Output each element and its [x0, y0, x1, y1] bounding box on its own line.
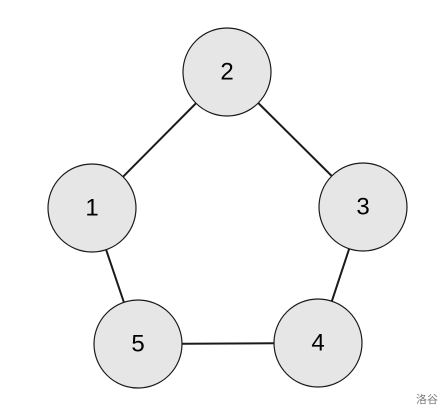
node-circle-5 [93, 299, 183, 389]
node-1: 1 [47, 163, 137, 253]
graph-nodes: 1 2 3 4 5 [47, 27, 408, 389]
node-label-4: 4 [311, 330, 324, 357]
node-label-2: 2 [220, 59, 233, 86]
node-circle-2 [182, 27, 272, 117]
node-3: 3 [318, 162, 408, 252]
node-circle-1 [47, 163, 137, 253]
node-label-1: 1 [85, 195, 98, 222]
node-5: 5 [93, 299, 183, 389]
node-label-5: 5 [131, 331, 144, 358]
watermark-text: 洛谷 [416, 393, 438, 406]
node-4: 4 [273, 298, 363, 388]
node-circle-4 [273, 298, 363, 388]
node-circle-3 [318, 162, 408, 252]
node-label-3: 3 [356, 194, 369, 221]
node-2: 2 [182, 27, 272, 117]
